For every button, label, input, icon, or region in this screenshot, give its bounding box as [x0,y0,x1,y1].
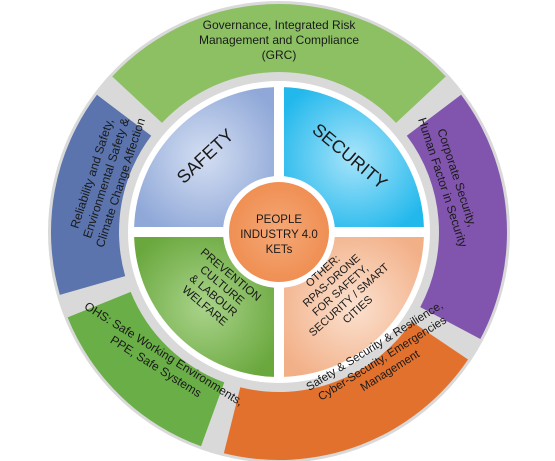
grc-label-line: (GRC) [262,48,297,62]
center-label-line: INDUSTRY 4.0 [240,229,318,241]
center-label-line: PEOPLE [256,214,302,226]
center-label-line: KETs [266,244,293,256]
outer-segment-reliability [51,94,152,295]
outer-segment-ohs [67,291,225,447]
grc-label-line: Management and Compliance [199,33,359,47]
inner-quadrant-security [284,87,424,227]
center-circle [229,182,329,282]
outer-segment-corporate [406,94,507,340]
grc-label-line: Governance, Integrated Risk [203,18,357,32]
outer-segment-resilience [223,321,469,460]
inner-quadrants [134,87,424,377]
inner-quadrant-prevention [134,237,274,377]
inner-quadrant-safety [134,87,274,227]
outer-segments [51,3,507,460]
outer-segment-grc [112,3,446,123]
inner-quadrant-other [284,237,424,377]
